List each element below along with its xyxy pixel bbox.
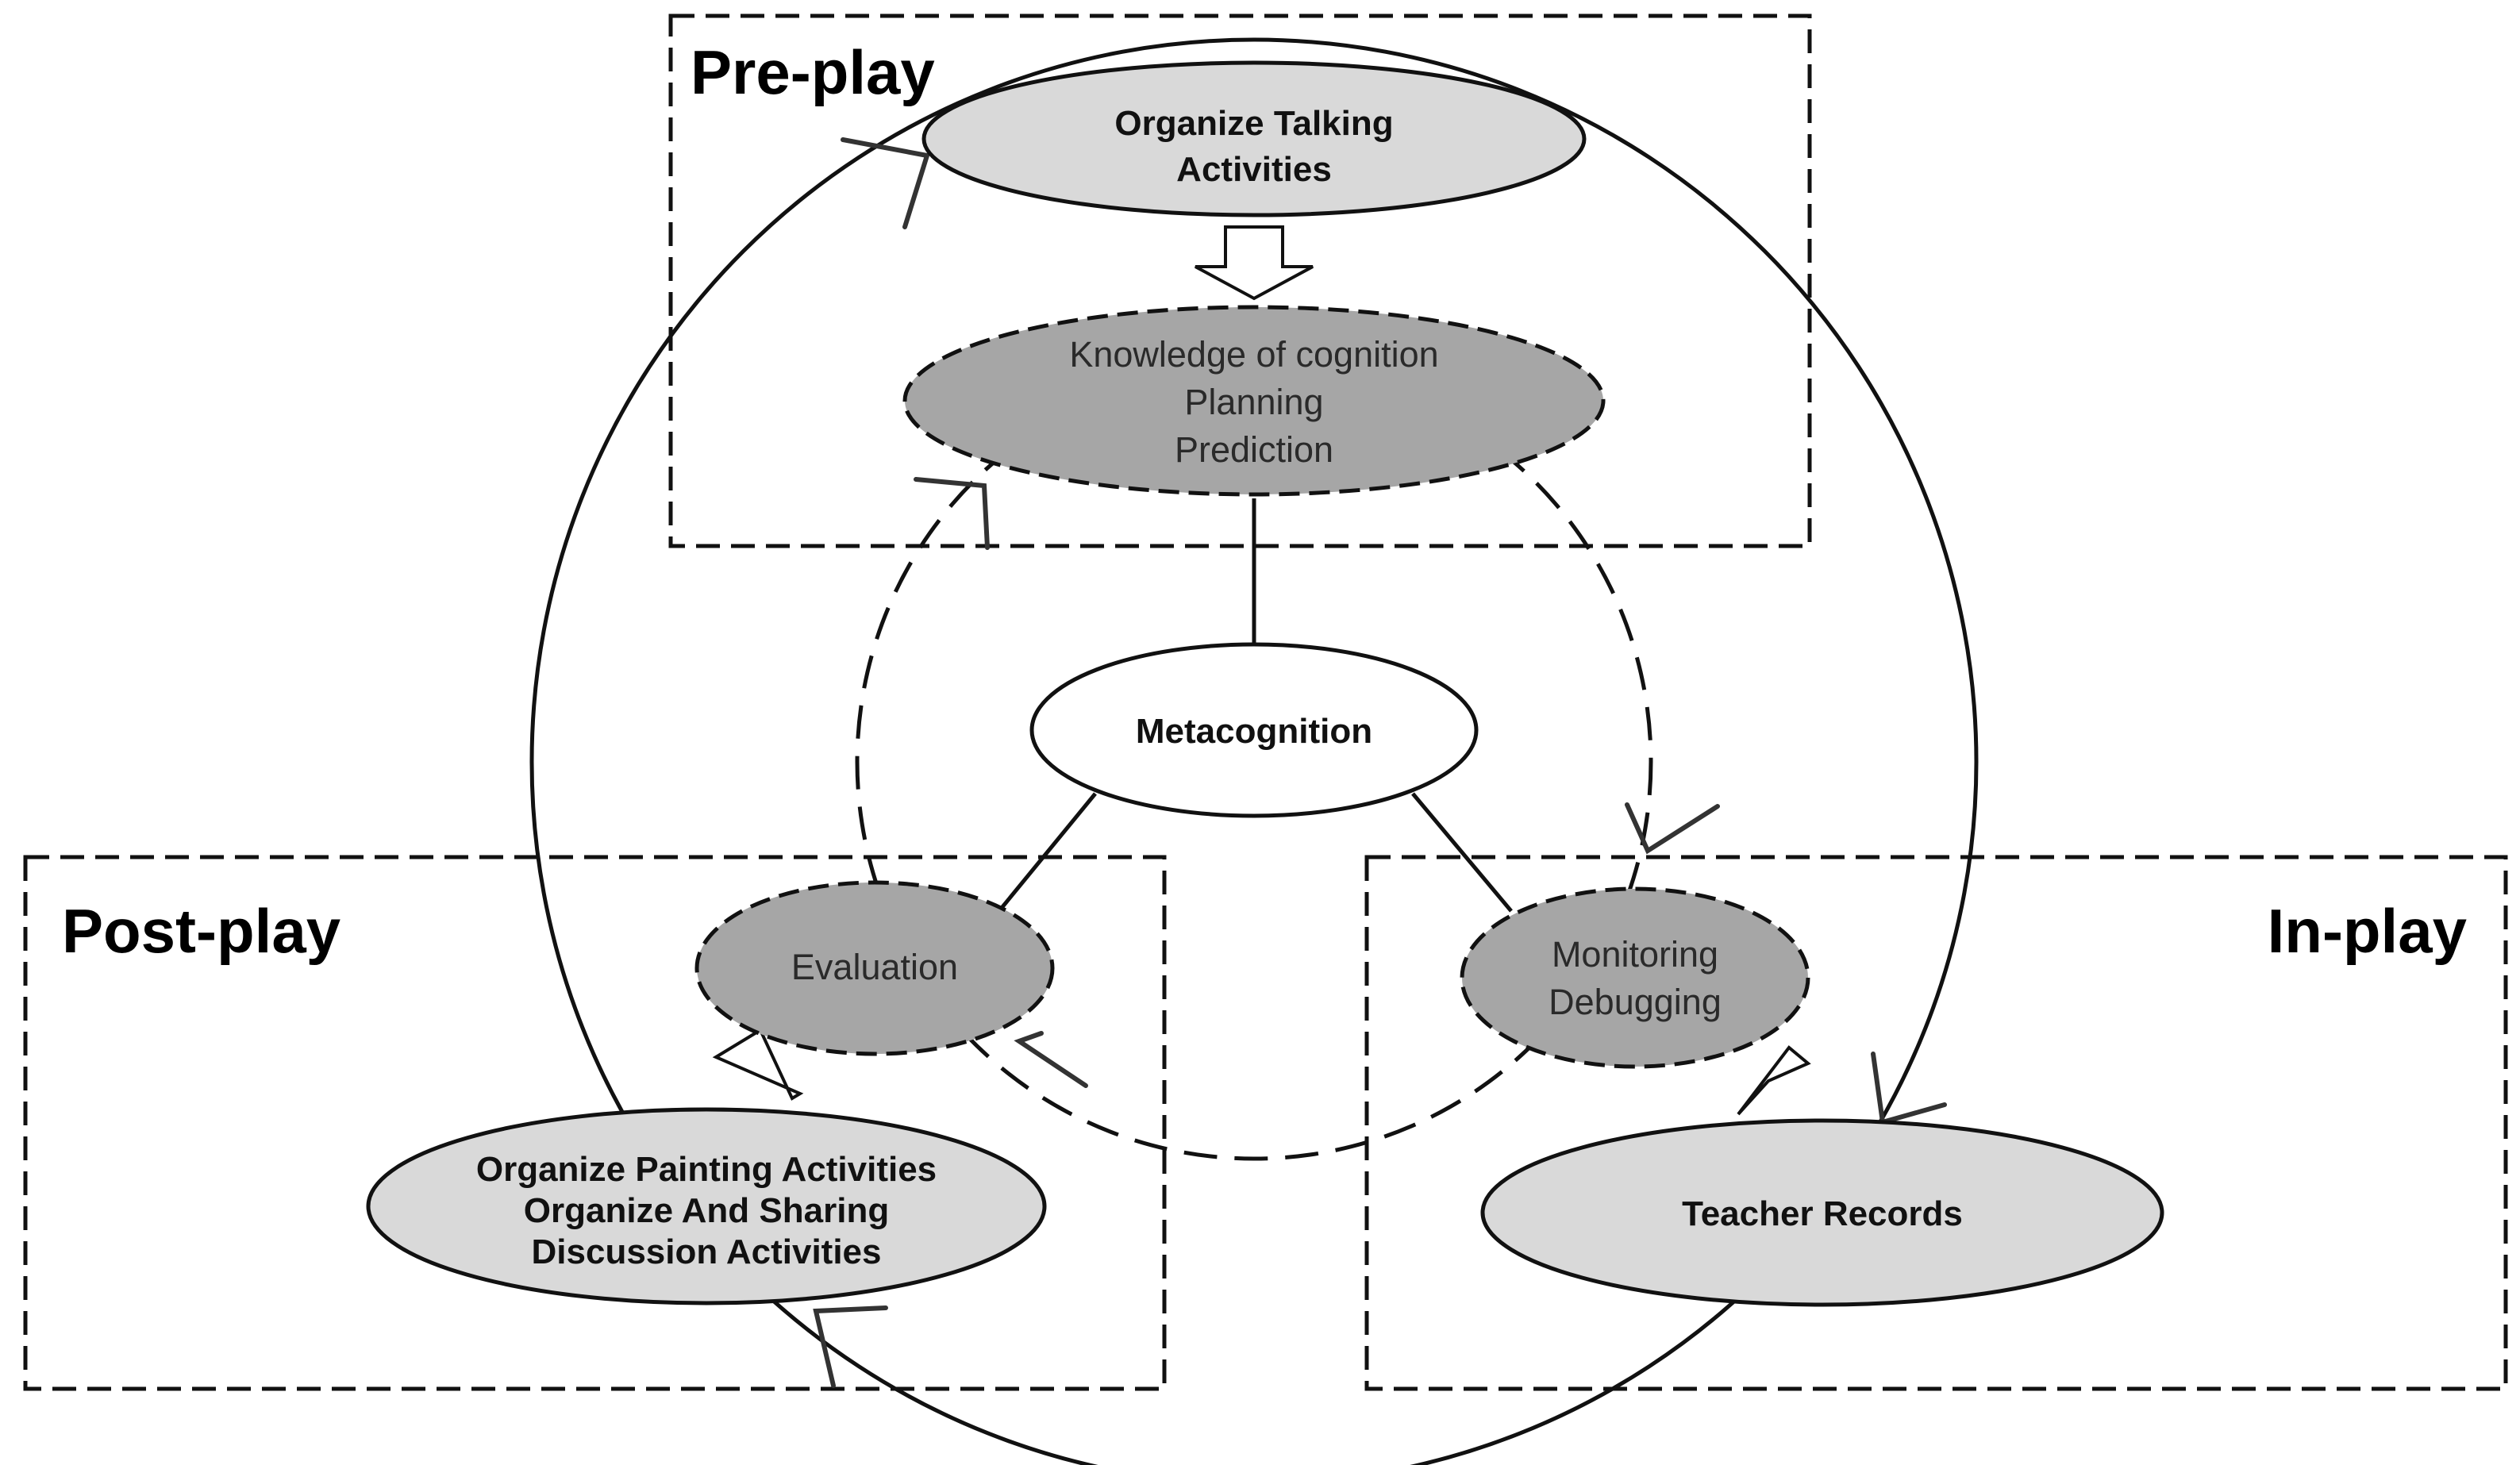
- connector-monitoring: [1411, 792, 1513, 913]
- pre-play-label: Pre-play: [691, 37, 935, 107]
- organize-talking-line-2: Activities: [1176, 150, 1332, 189]
- outer-arrow-to-organize-talking: [841, 137, 930, 229]
- organize-painting-line-3: Discussion Activities: [532, 1232, 882, 1271]
- monitoring-line-1: Monitoring: [1552, 934, 1718, 975]
- block-arrow-down-to-knowledge: [1195, 225, 1314, 301]
- in-play-box: [1364, 855, 2508, 1391]
- teacher-records-label: Teacher Records: [1682, 1194, 1963, 1233]
- evaluation-label: Evaluation: [791, 947, 958, 987]
- inner-cycle-circle: [855, 363, 1653, 1161]
- connector-evaluation: [1000, 792, 1097, 909]
- organize-painting-line-2: Organize And Sharing: [524, 1191, 889, 1230]
- inner-arrow-to-evaluation: [1014, 1031, 1088, 1088]
- monitoring-line-2: Debugging: [1549, 982, 1722, 1022]
- outer-arrow-to-organize-painting: [813, 1305, 888, 1388]
- node-metacognition: Metacognition: [1029, 642, 1479, 818]
- node-evaluation: Evaluation: [694, 880, 1055, 1056]
- knowledge-line-2: Planning: [1184, 382, 1323, 422]
- node-organize-painting: Organize Painting Activities Organize An…: [366, 1107, 1047, 1305]
- knowledge-line-3: Prediction: [1175, 429, 1333, 470]
- knowledge-line-1: Knowledge of cognition: [1069, 334, 1438, 375]
- inner-arrow-to-monitoring: [1625, 802, 1720, 855]
- post-play-label: Post-play: [62, 896, 340, 966]
- organize-talking-line-1: Organize Talking: [1114, 104, 1393, 143]
- inner-arrow-to-knowledge: [914, 477, 990, 550]
- block-arrow-up-to-monitoring: [1737, 1045, 1811, 1116]
- node-teacher-records: Teacher Records: [1480, 1118, 2164, 1307]
- node-knowledge-of-cognition: Knowledge of cognition Planning Predicti…: [902, 305, 1606, 497]
- pre-play-box: [668, 13, 1812, 548]
- post-play-box: [23, 855, 1167, 1391]
- metacognition-label: Metacognition: [1136, 712, 1372, 751]
- organize-painting-line-1: Organize Painting Activities: [476, 1150, 937, 1189]
- block-arrow-up-to-evaluation: [712, 1028, 804, 1101]
- in-play-label: In-play: [2268, 896, 2467, 966]
- node-monitoring-debugging: Monitoring Debugging: [1460, 886, 1810, 1069]
- node-organize-talking: Organize Talking Activities: [921, 60, 1587, 217]
- outer-cycle-circle: [529, 37, 1979, 1465]
